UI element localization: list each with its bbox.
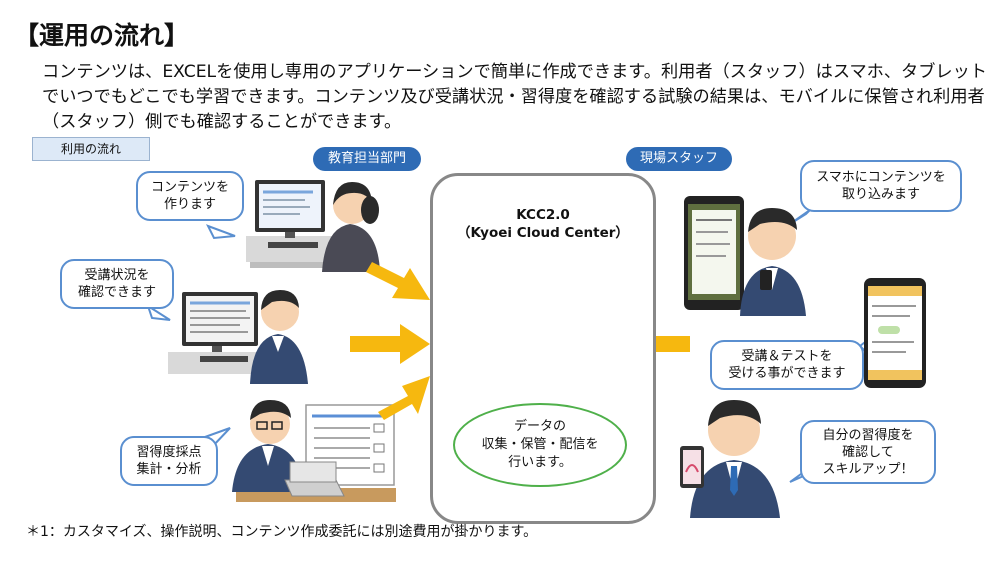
mobile-test-screen-illustration [864, 278, 926, 388]
group-label-education: 教育担当部門 [313, 147, 421, 171]
data-handling-note: データの 収集・保管・配信を 行います。 [453, 403, 627, 487]
arrow-to-cloud-1 [366, 262, 430, 300]
arrow-to-cloud-2 [378, 376, 430, 420]
bubble-create-content: コンテンツを 作ります [136, 171, 244, 221]
flow-label: 利用の流れ [32, 137, 150, 161]
bubble-take-test: 受講＆テストを 受ける事ができます [710, 340, 864, 390]
staff-skill-up-illustration [680, 400, 780, 518]
page-title: 【運用の流れ】 [14, 21, 190, 50]
bubble-grade-analysis: 習得度採点 集計・分析 [120, 436, 218, 486]
staff-creating-content-illustration [246, 180, 380, 272]
bubble-tail-create [205, 224, 236, 240]
arrow-from-cloud-left [350, 324, 430, 364]
intro-text: コンテンツは、EXCELを使用し専用のアプリケーションで簡単に作成できます。利用… [42, 62, 987, 132]
staff-checking-status-illustration [168, 290, 308, 384]
bubble-import-content: スマホにコンテンツを 取り込みます [800, 160, 962, 212]
bubble-check-status: 受講状況を 確認できます [60, 259, 174, 309]
cloud-center-title: KCC2.0 （Kyoei Cloud Center） [457, 207, 629, 241]
bubble-tail-check [146, 303, 171, 321]
bubble-skill-up: 自分の習得度を 確認して スキルアップ！ [800, 420, 936, 484]
group-label-staff: 現場スタッフ [626, 147, 732, 171]
staff-importing-content-illustration [684, 196, 806, 316]
staff-grading-illustration [232, 400, 396, 502]
footnote: ＊1：カスタマイズ、操作説明、コンテンツ作成委託には別途費用が掛かります。 [26, 524, 538, 540]
